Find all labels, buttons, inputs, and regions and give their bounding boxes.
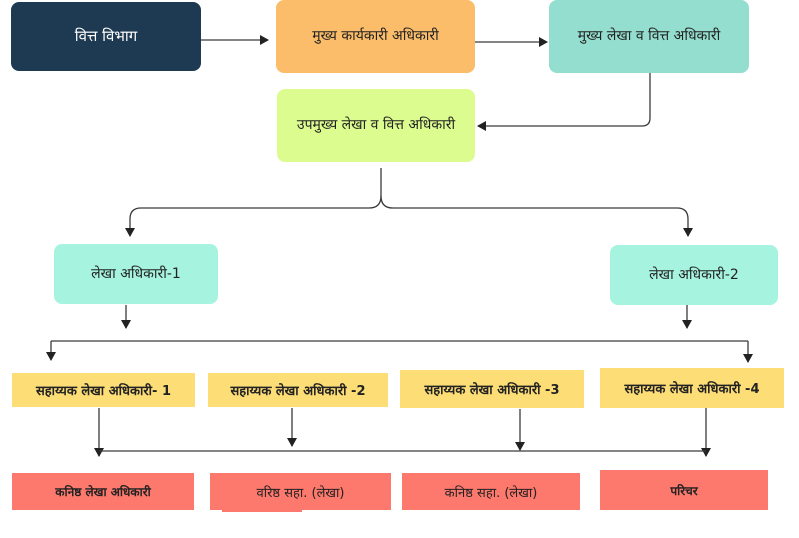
peon-label: परिचर [670,483,698,498]
junior-accounts-officer-label: कनिष्ठ लेखा अधिकारी [55,485,151,499]
assistant-accounts-officer-4-box: सहाय्यक लेखा अधिकारी -4 [600,368,784,408]
junior-assistant-label: कनिष्ठ सहा. (लेखा) [444,485,538,501]
cafo-box: मुख्य लेखा व वित्त अधिकारी [549,0,749,73]
cafo-label: मुख्य लेखा व वित्त अधिकारी [577,28,721,45]
senior-assistant-box-fragment [222,504,302,512]
finance-department-label: वित्त विभाग [74,26,138,45]
ceo-label: मुख्य कार्यकारी अधिकारी [312,28,439,45]
assistant-accounts-officer-1-label: सहाय्यक लेखा अधिकारी- 1 [35,384,171,399]
arrow-cafo-to-dcafo [477,73,651,131]
accounts-officer-2-box: लेखा अधिकारी-2 [610,245,778,305]
finance-department-box: वित्त विभाग [11,2,201,71]
assistant-accounts-officer-4-label: सहाय्यक लेखा अधिकारी -4 [624,382,760,397]
assistant-accounts-officer-2-label: सहाय्यक लेखा अधिकारी -2 [230,384,366,399]
assistant-accounts-officer-1-box: सहाय्यक लेखा अधिकारी- 1 [12,373,195,407]
accounts-officer-2-label: लेखा अधिकारी-2 [649,266,739,283]
senior-assistant-label: वरिष्ठ सहा. (लेखा) [256,485,345,501]
senior-assistant-box: वरिष्ठ सहा. (लेखा) [210,473,391,510]
assistant-accounts-officer-3-box: सहाय्यक लेखा अधिकारी -3 [400,370,584,408]
junior-assistant-box: कनिष्ठ सहा. (लेखा) [402,473,580,510]
ceo-box: मुख्य कार्यकारी अधिकारी [276,0,475,73]
assistant-accounts-officer-2-box: सहाय्यक लेखा अधिकारी -2 [208,373,388,407]
peon-box: परिचर [600,470,768,510]
junior-accounts-officer-box: कनिष्ठ लेखा अधिकारी [12,473,194,510]
deputy-cafo-label: उपमुख्य लेखा व वित्त अधिकारी [296,117,456,134]
assistant-accounts-officer-3-label: सहाय्यक लेखा अधिकारी -3 [424,383,560,398]
deputy-cafo-box: उपमुख्य लेखा व वित्त अधिकारी [277,89,475,162]
accounts-officer-1-box: लेखा अधिकारी-1 [54,244,218,304]
bracket-dcafo-to-aos [125,168,382,237]
accounts-officer-1-label: लेखा अधिकारी-1 [91,265,181,282]
